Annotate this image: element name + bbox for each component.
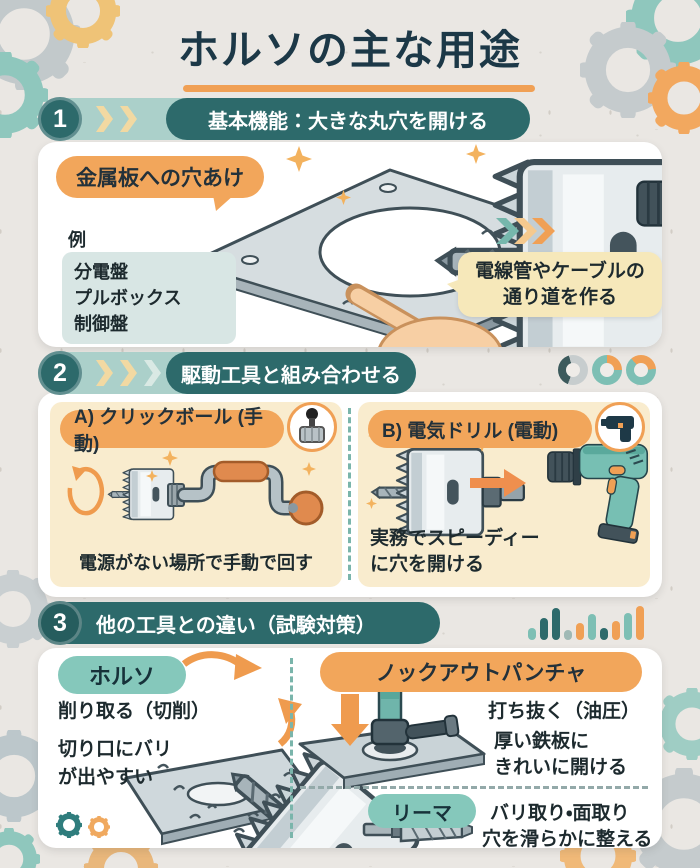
knockout-puncher-illustration <box>298 674 486 790</box>
puncher-point: きれいに開ける <box>494 757 628 778</box>
puncher-point: 打ち抜く（油圧） <box>488 701 641 722</box>
caption-line: に穴を開ける <box>370 554 485 576</box>
section2-title: 駆動工具と組み合わせる <box>166 352 416 394</box>
section2-number-badge: 2 <box>38 351 82 395</box>
chevron-right-icon <box>120 106 137 132</box>
example-item: 分電盤 <box>74 262 128 282</box>
chevron-icons <box>96 106 137 132</box>
callout-line: 電線管やケーブルの <box>475 261 645 282</box>
section2-card: A) クリックボール (手動) <box>38 392 662 597</box>
section3-header: 3 他の工具との違い（試験対策） <box>38 601 440 645</box>
example-label: 例 <box>68 230 86 250</box>
gear-icon <box>656 688 700 760</box>
example-item: 制御盤 <box>74 314 128 335</box>
section2-header: 2 駆動工具と組み合わせる <box>38 351 416 395</box>
section1-title: 基本機能：大きな丸穴を開ける <box>166 98 530 140</box>
chevron-right-icon <box>96 360 113 386</box>
chevron-right-icon <box>144 360 161 386</box>
chevron-right-icon <box>120 360 137 386</box>
puncher-reamer-divider <box>300 786 648 789</box>
reamer-label: リーマ <box>368 794 476 828</box>
reamer-point: バリ取り・面取り <box>490 803 630 824</box>
panel-b: B) 電気ドリル (電動) <box>358 402 650 587</box>
caption-line: 実務でスピーディー <box>370 527 540 549</box>
panel-a-title: A) クリックボール (手動) <box>60 407 284 455</box>
holesaw-point: 切り口にバリ <box>58 739 173 760</box>
bar-chart-icon <box>528 606 644 640</box>
callout-line: 通り道を作る <box>502 286 617 308</box>
chevron-icons <box>96 360 161 386</box>
reamer-point: 穴を滑らかに整える <box>482 829 653 848</box>
section3-card: ホルソ 削り取る（切削） 切り口にバリ が出やすい ノックアウトパンチャ 打ち抜… <box>38 648 662 848</box>
metal-plate-bubble: 金属板への穴あけ <box>56 156 264 211</box>
section3-title: 他の工具との違い（試験対策） <box>96 614 376 637</box>
puncher-label: ノックアウトパンチャ <box>320 652 642 692</box>
panel-a-caption: 電源がない場所で手動で回す <box>79 553 313 573</box>
section1-card: 金属板への穴あけ 例 分電盤 プルボックス 制御盤 電線管やケーブルの 通り道を… <box>38 142 662 347</box>
drill-icon <box>595 402 645 452</box>
holesaw-point: が出やすい <box>58 767 154 788</box>
arbor-photo-icon <box>287 402 337 452</box>
gear-icons <box>56 812 110 838</box>
section3-divider <box>290 658 293 838</box>
section1-number-badge: 1 <box>38 97 82 141</box>
gear-icon <box>56 812 82 838</box>
holesaw-label: ホルソ <box>58 656 186 694</box>
donut-ring-icon <box>626 355 656 385</box>
section1-header: 1 基本機能：大きな丸穴を開ける <box>38 97 530 141</box>
example-list: 分電盤 プルボックス 制御盤 <box>62 252 236 345</box>
puncher-point: 厚い鉄板に <box>494 731 590 752</box>
gear-icon <box>88 816 110 838</box>
gear-icon <box>0 828 40 868</box>
page-title: ホルソの主な用途 <box>178 27 522 73</box>
panel-b-title: B) 電気ドリル (電動) <box>368 410 592 448</box>
chevron-right-icon <box>96 106 113 132</box>
panel-a: A) クリックボール (手動) <box>50 402 342 587</box>
panel-b-caption: 実務でスピーディー に穴を開ける <box>370 526 540 579</box>
donut-ring-icon <box>558 355 588 385</box>
donut-ring-icon <box>592 355 622 385</box>
panel-divider <box>348 408 351 580</box>
cable-callout: 電線管やケーブルの 通り道を作る <box>447 252 662 318</box>
holesaw-point: 削り取る（切削） <box>58 701 211 722</box>
section3-number-badge: 3 <box>38 601 82 645</box>
example-item: プルボックス <box>74 288 182 309</box>
title-underline <box>183 85 535 92</box>
sparkle-icon <box>286 144 486 205</box>
brace-illustration <box>67 450 324 526</box>
chevron-triple-icon <box>496 218 555 244</box>
